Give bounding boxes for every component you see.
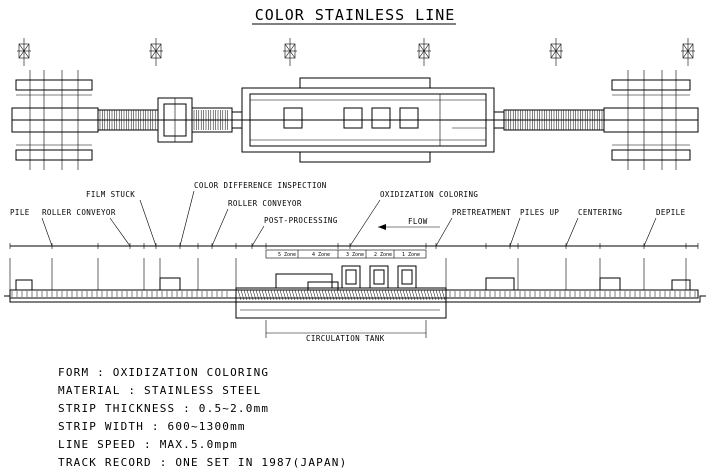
spec-strip-thickness: STRIP THICKNESS : 0.5~2.0mm: [58, 402, 269, 415]
crane-icon: [549, 38, 563, 66]
zone-3: 3 Zone: [346, 252, 364, 258]
inspection-unit-plan: [157, 97, 233, 143]
crane-symbols: [17, 38, 695, 66]
machinery-band: [9, 289, 699, 299]
zone-1: 1 Zone: [402, 252, 420, 258]
central-tank-plan: [231, 77, 505, 163]
coloring-cells: [275, 265, 417, 291]
title: COLOR STAINLESS LINE: [255, 6, 456, 24]
label-flow: FLOW: [408, 217, 428, 226]
crane-icon: [283, 38, 297, 66]
label-post-processing: POST-PROCESSING: [264, 216, 338, 225]
crane-icon: [149, 38, 163, 66]
spec-line-speed: LINE SPEED : MAX.5.0mpm: [58, 438, 238, 451]
label-oxidization-coloring: OXIDIZATION COLORING: [380, 190, 478, 199]
plan-view: [11, 70, 699, 170]
right-roller-conveyor-plan: [503, 109, 605, 131]
crane-icon: [17, 38, 31, 66]
label-color-difference-inspection: COLOR DIFFERENCE INSPECTION: [194, 181, 327, 190]
zone-2: 2 Zone: [374, 252, 392, 258]
label-circulation-tank: CIRCULATION TANK: [306, 334, 385, 343]
spec-strip-width: STRIP WIDTH : 600~1300mm: [58, 420, 246, 433]
crane-icon: [681, 38, 695, 66]
zone-5: 5 Zone: [278, 252, 296, 258]
elevation-view: 5 Zone 4 Zone 3 Zone 2 Zone 1 Zone: [4, 243, 706, 343]
label-centering: CENTERING: [578, 208, 622, 217]
label-pretreatment: PRETREATMENT: [452, 208, 511, 217]
label-film-stuck: FILM STUCK: [86, 190, 135, 199]
foundation-pit: [4, 295, 706, 319]
label-roller-conveyor-left: ROLLER CONVEYOR: [42, 208, 116, 217]
zone-4: 4 Zone: [312, 252, 330, 258]
spec-track-record: TRACK RECORD : ONE SET IN 1987(JAPAN): [58, 456, 347, 469]
label-piles-up: PILES UP: [520, 208, 559, 217]
spec-list: FORM : OXIDIZATION COLORING MATERIAL : S…: [58, 366, 347, 469]
label-depile: DEPILE: [656, 208, 686, 217]
spec-material: MATERIAL : STAINLESS STEEL: [58, 384, 261, 397]
callout-labels: PILE ROLLER CONVEYOR FILM STUCK COLOR DI…: [10, 181, 686, 247]
spec-form: FORM : OXIDIZATION COLORING: [58, 366, 269, 379]
zone-header: [265, 249, 427, 259]
flow-arrowhead: [378, 224, 386, 230]
label-roller-conveyor-mid: ROLLER CONVEYOR: [228, 199, 302, 208]
right-depile-unit: [603, 70, 699, 170]
crane-icon: [417, 38, 431, 66]
label-pile: PILE: [10, 208, 30, 217]
